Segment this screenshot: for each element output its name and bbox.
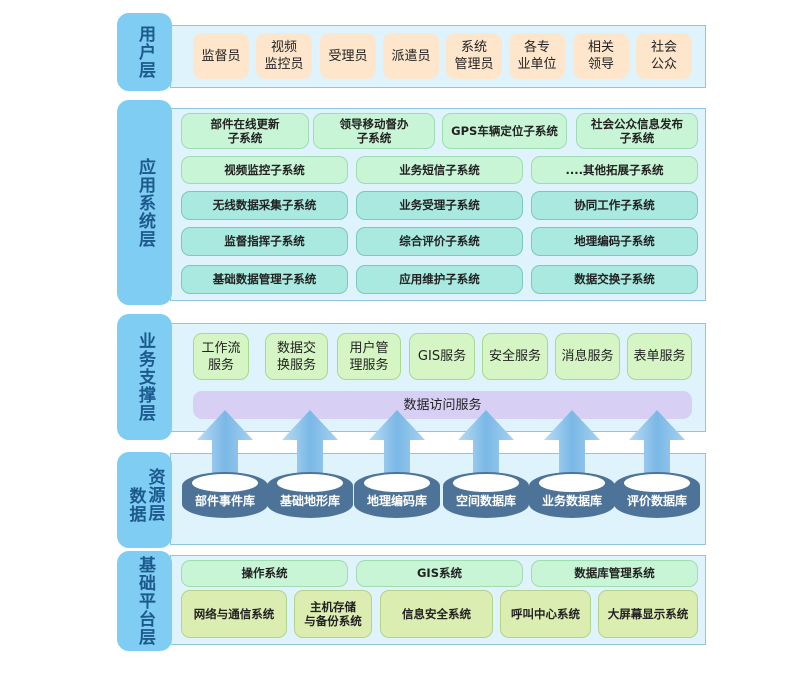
service-box: 数据交 换服务 [265,333,328,380]
user-item: 相关 领导 [573,33,629,79]
base-system: 信息安全系统 [380,590,493,638]
app-subsystem: 领导移动督办 子系统 [313,113,435,149]
base-system: 操作系统 [181,560,348,587]
base-system: 数据库管理系统 [531,560,698,587]
app-subsystem: 视频监控子系统 [181,156,348,184]
base-system: 呼叫中心系统 [500,590,591,638]
application-layer-label: 应用系统层 [117,100,172,305]
up-arrow-icon [367,410,427,478]
database-icon: 空间数据库 [443,462,529,518]
service-box: 用户管 理服务 [337,333,401,380]
app-subsystem: 应用维护子系统 [356,265,523,294]
up-arrow-icon [627,410,687,478]
up-arrow-icon [542,410,602,478]
base-system: 主机存储 与备份系统 [294,590,372,638]
app-subsystem: 业务受理子系统 [356,191,523,220]
app-subsystem: 综合评价子系统 [356,227,523,256]
database-icon: 评价数据库 [614,462,700,518]
user-item: 社会 公众 [636,33,692,79]
app-subsystem: 数据交换子系统 [531,265,698,294]
database-label: 基础地形库 [279,494,340,508]
support-layer-label: 业务支撑层 [117,314,172,440]
user-item: 系统 管理员 [446,33,502,79]
app-subsystem: GPS车辆定位子系统 [442,113,567,149]
up-arrow-icon [195,410,255,478]
base-system: 网络与通信系统 [181,590,287,638]
app-subsystem: 监督指挥子系统 [181,227,348,256]
user-item: 各专 业单位 [509,33,565,79]
service-box: GIS服务 [409,333,475,380]
service-box: 表单服务 [627,333,692,380]
database-label: 地理编码库 [366,494,427,508]
database-icon: 业务数据库 [529,462,615,518]
app-subsystem: 部件在线更新 子系统 [181,113,309,149]
database-icon: 部件事件库 [182,462,268,518]
base-system: GIS系统 [356,560,523,587]
data-layer-label: 数据 资源层 [117,452,172,548]
user-item: 视频 监控员 [256,33,312,79]
base-system: 大屏幕显示系统 [598,590,698,638]
user-item: 受理员 [320,33,376,79]
database-label: 业务数据库 [541,494,602,508]
up-arrow-icon [456,410,516,478]
app-subsystem: ....其他拓展子系统 [531,156,698,184]
database-label: 部件事件库 [194,494,255,508]
app-subsystem: 业务短信子系统 [356,156,523,184]
base-layer-label: 基础平台层 [117,551,172,651]
database-label: 空间数据库 [455,494,516,508]
app-subsystem: 社会公众信息发布 子系统 [576,113,698,149]
up-arrow-icon [280,410,340,478]
service-box: 消息服务 [555,333,620,380]
user-layer-label: 用户层 [117,13,172,91]
service-box: 工作流 服务 [193,333,249,380]
data-access-service: 数据访问服务 [193,391,692,419]
service-box: 安全服务 [482,333,548,380]
user-item: 监督员 [193,33,249,79]
user-item: 派遣员 [383,33,439,79]
app-subsystem: 地理编码子系统 [531,227,698,256]
database-icon: 基础地形库 [267,462,353,518]
database-label: 评价数据库 [626,494,687,508]
database-icon: 地理编码库 [354,462,440,518]
app-subsystem: 协同工作子系统 [531,191,698,220]
app-subsystem: 基础数据管理子系统 [181,265,348,294]
app-subsystem: 无线数据采集子系统 [181,191,348,220]
